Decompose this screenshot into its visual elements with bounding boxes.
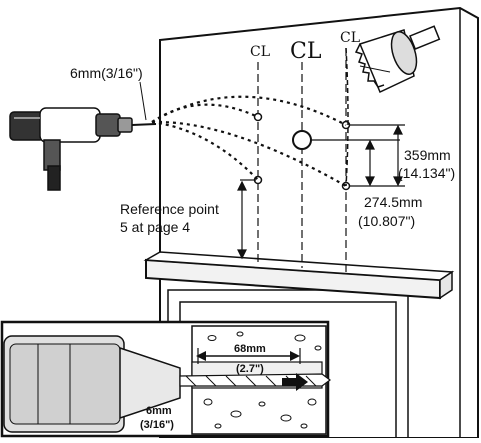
dimension-upper-mm: 359mm bbox=[404, 147, 451, 163]
inset-bit-in: (3/16") bbox=[140, 419, 174, 431]
drill-size-leader bbox=[139, 81, 147, 121]
centerline-symbol-center: CL bbox=[290, 39, 322, 64]
dimension-lower-mm: 274.5mm bbox=[364, 194, 422, 210]
hole-upper-left bbox=[253, 112, 263, 122]
drill-icon bbox=[9, 107, 157, 191]
inset-depth-mm: 68mm bbox=[234, 343, 266, 355]
centerlines bbox=[257, 48, 347, 272]
dimension-lines bbox=[310, 124, 405, 187]
dimension-lower-in: (10.807") bbox=[358, 213, 415, 229]
inset-bit-mm: 6mm bbox=[146, 405, 172, 417]
hole-saw-icon bbox=[345, 25, 441, 187]
centerline-symbol-right: CL bbox=[340, 30, 360, 46]
centerline-symbol-left: CL bbox=[250, 44, 270, 60]
inset-detail bbox=[0, 320, 331, 438]
reference-line2: 5 at page 4 bbox=[120, 219, 190, 235]
centerline-symbols: CL CL CL bbox=[250, 30, 360, 64]
drill-trajectories bbox=[151, 95, 347, 187]
dimension-upper-in: (14.134") bbox=[398, 165, 455, 181]
reference-line1: Reference point bbox=[120, 201, 219, 217]
hole-center-large bbox=[292, 130, 312, 150]
reference-dimension bbox=[237, 179, 256, 260]
inset-depth-in: (2.7") bbox=[236, 363, 264, 375]
drill-size-label: 6mm(3/16") bbox=[70, 65, 143, 81]
mantel-shelf bbox=[143, 251, 455, 300]
